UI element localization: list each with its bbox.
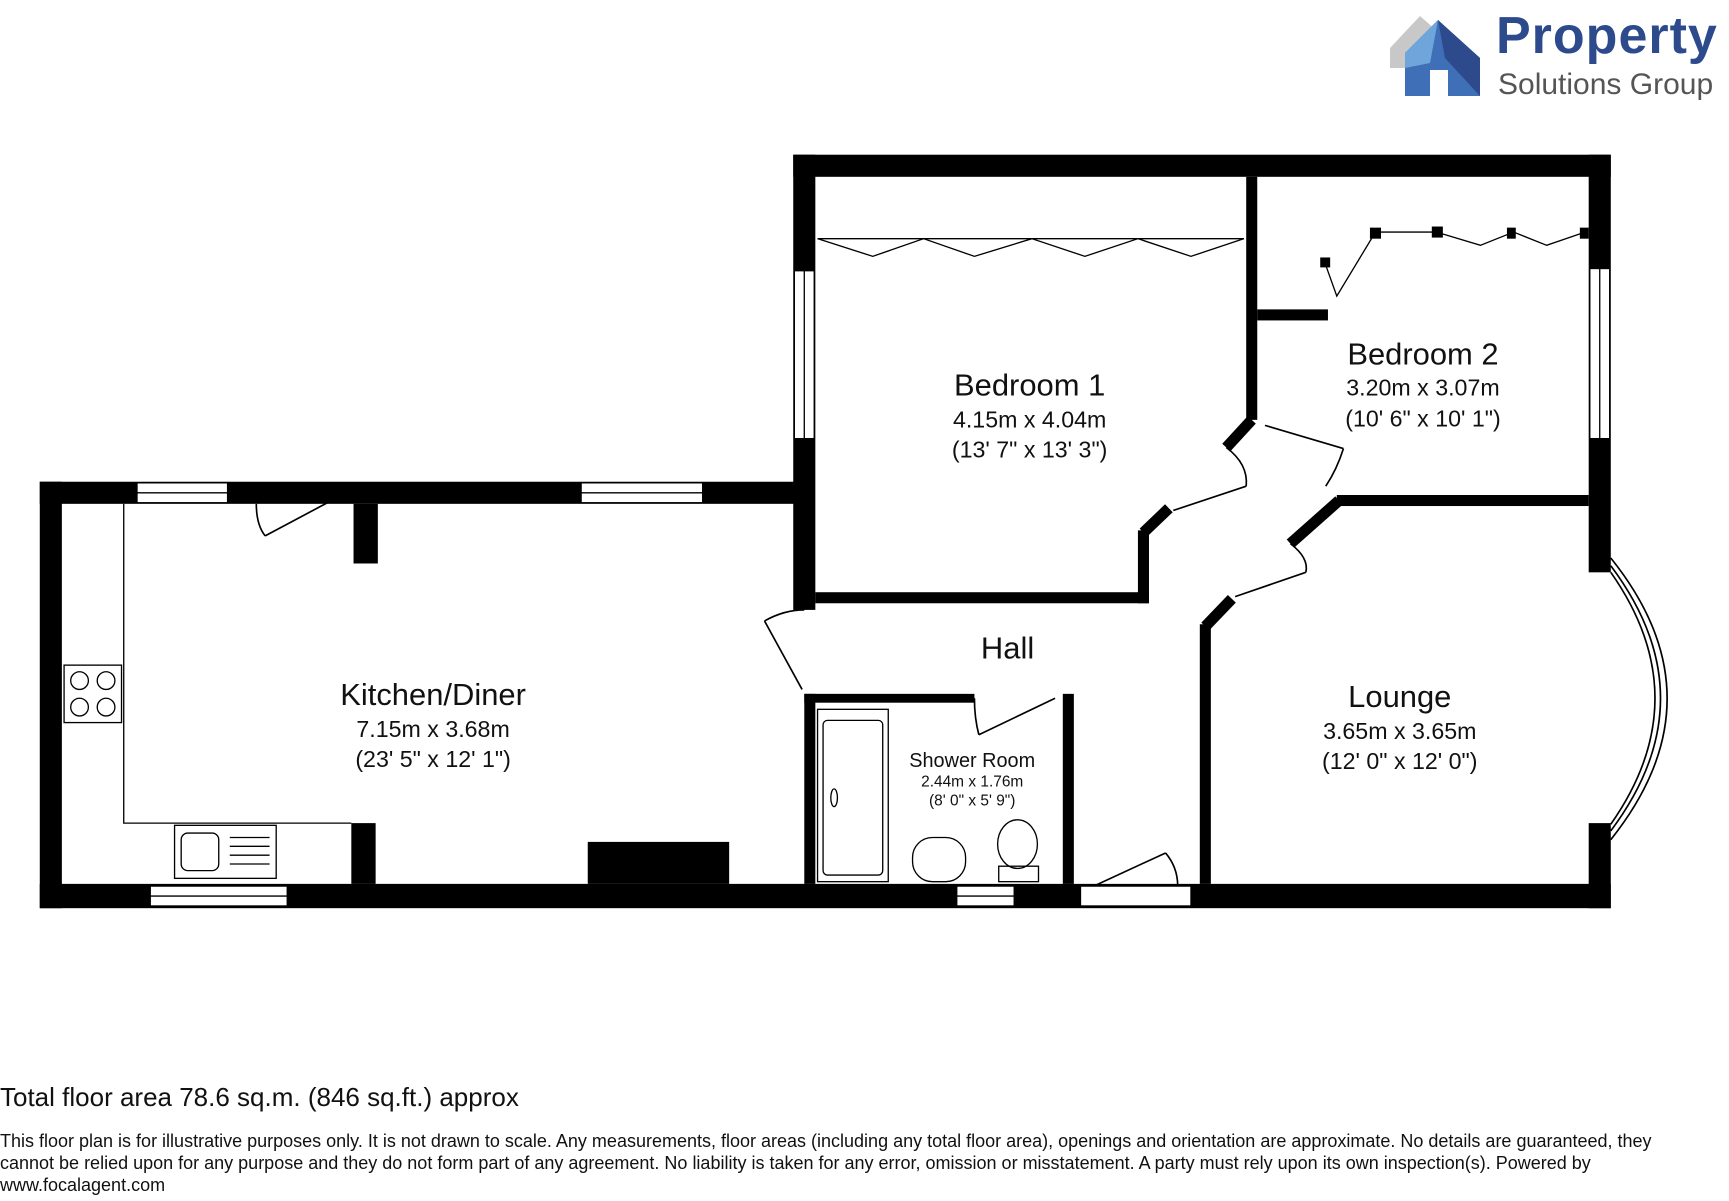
room-name-kitchen-diner: Kitchen/Diner [340, 677, 526, 712]
room-size-metric-lounge: 3.65m x 3.65m [1323, 718, 1476, 744]
total-floor-area: Total floor area 78.6 sq.m. (846 sq.ft.)… [0, 1082, 519, 1112]
doors [255, 424, 1345, 887]
windows [136, 267, 1611, 907]
fixtures [63, 231, 1586, 883]
logo-text-property: Property [1496, 7, 1718, 65]
room-size-metric-shower-room: 2.44m x 1.76m [921, 774, 1023, 791]
room-size-metric-kitchen-diner: 7.15m x 3.68m [356, 716, 509, 742]
room-size-metric-bedroom-2: 3.20m x 3.07m [1346, 375, 1499, 401]
room-name-hall: Hall [981, 631, 1034, 666]
logo-text-solutions: Solutions Group [1498, 68, 1714, 101]
bay-window [1610, 557, 1668, 841]
angled-walls [1139, 416, 1343, 631]
room-name-bedroom-1: Bedroom 1 [954, 368, 1105, 403]
disclaimer-text: This floor plan is for illustrative purp… [0, 1131, 1652, 1195]
wardrobe-posts [1320, 226, 1589, 268]
room-name-bedroom-2: Bedroom 2 [1347, 337, 1498, 372]
room-size-imperial-bedroom-1: (13' 7" x 13' 3") [952, 436, 1108, 462]
house-logo-icon [1390, 16, 1480, 96]
company-logo: Property Solutions Group [1390, 6, 1729, 106]
room-size-imperial-lounge: (12' 0" x 12' 0") [1322, 748, 1478, 774]
walls [39, 154, 1611, 909]
room-size-imperial-bedroom-2: (10' 6" x 10' 1") [1345, 405, 1501, 431]
room-name-lounge: Lounge [1348, 679, 1451, 714]
room-name-shower-room: Shower Room [909, 750, 1035, 772]
room-size-imperial-kitchen-diner: (23' 5" x 12' 1") [355, 746, 510, 772]
room-size-imperial-shower-room: (8' 0" x 5' 9") [929, 792, 1015, 809]
room-size-metric-bedroom-1: 4.15m x 4.04m [953, 407, 1106, 433]
